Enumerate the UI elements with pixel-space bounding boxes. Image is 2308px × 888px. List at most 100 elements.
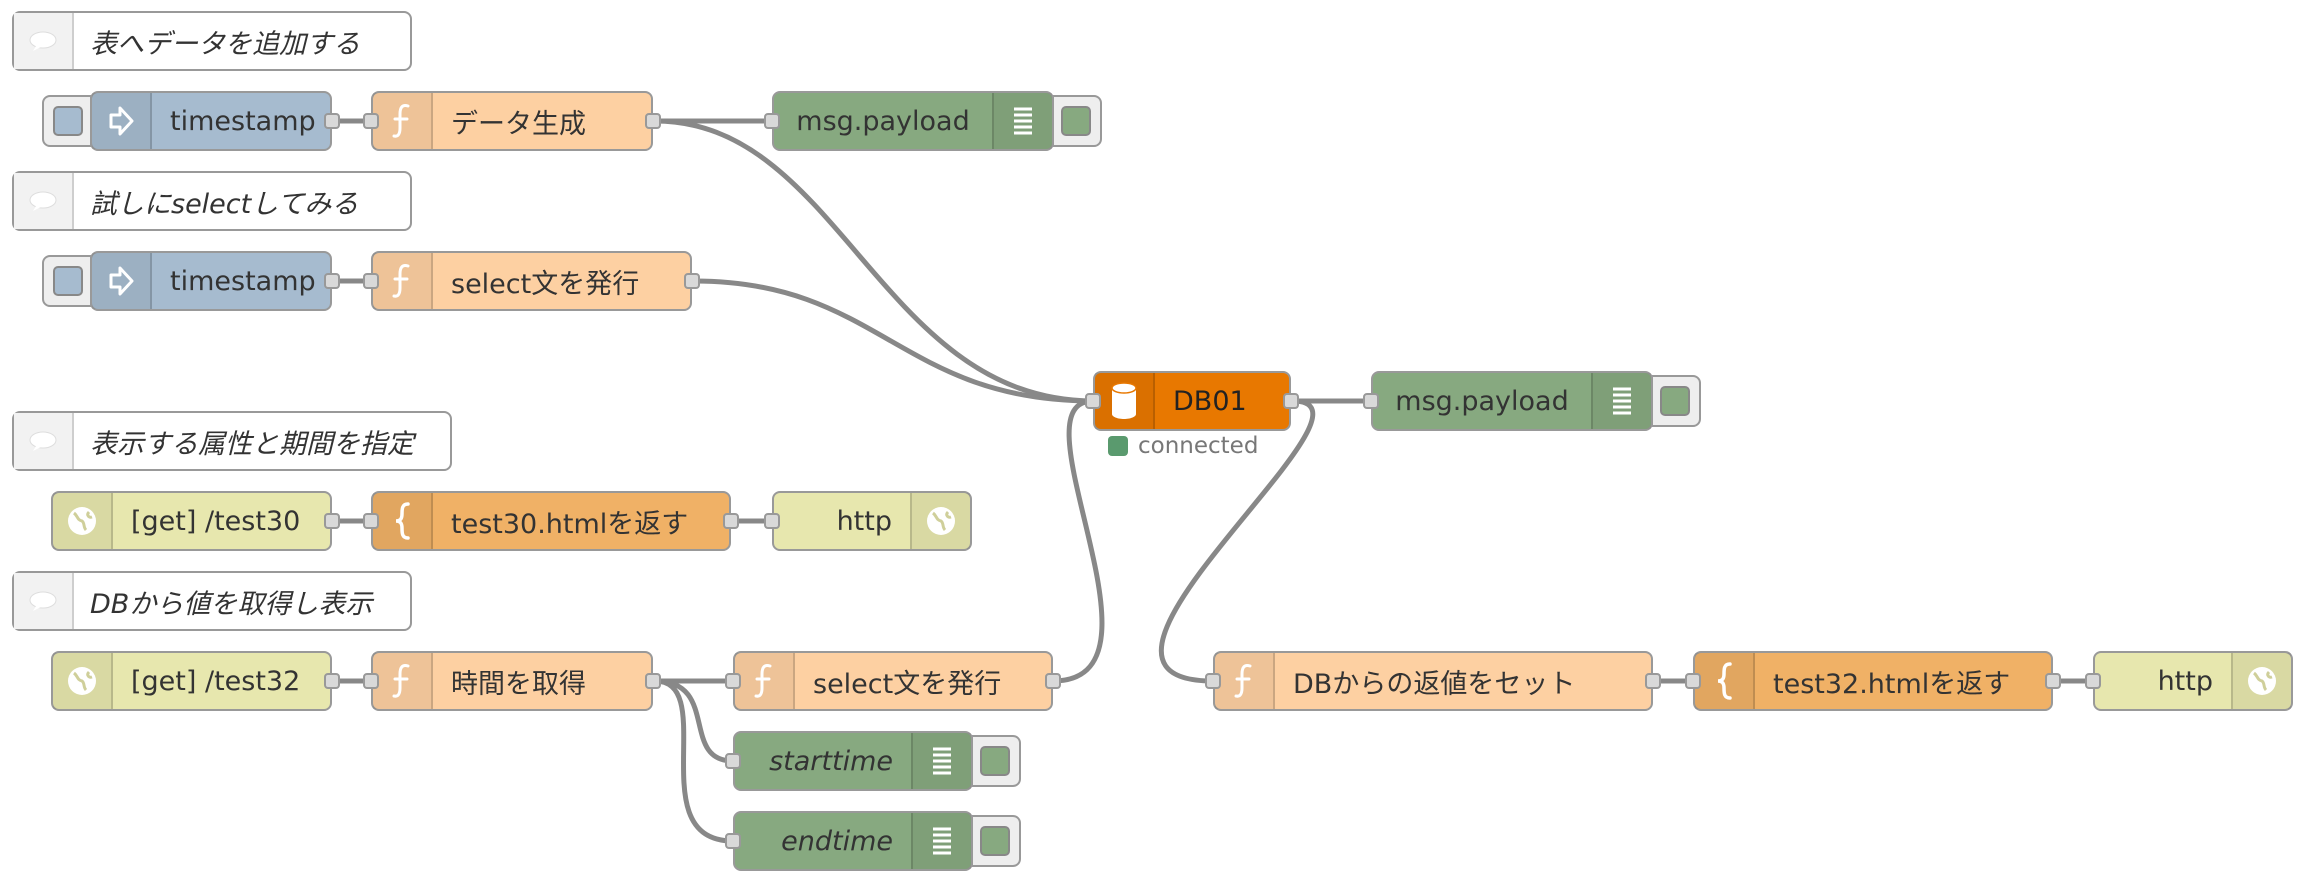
http-response-node-32[interactable]: http [2093, 651, 2293, 711]
http-response-node-30[interactable]: http [772, 491, 972, 551]
debug-node-endtime[interactable]: endtime [733, 811, 973, 871]
debug-node-payload-1[interactable]: msg.payload [772, 91, 1054, 151]
inject-label: timestamp [170, 265, 316, 297]
input-port[interactable] [1363, 393, 1379, 409]
database-icon [1095, 373, 1155, 429]
input-port[interactable] [363, 273, 379, 289]
function-icon [373, 253, 433, 309]
input-port[interactable] [764, 113, 780, 129]
comment-label: 表示する属性と期間を指定 [90, 428, 414, 460]
debug-label: starttime [769, 745, 893, 777]
speech-bubble-icon [14, 13, 74, 69]
list-icon [911, 813, 971, 869]
comment-label: DBから値を取得し表示 [90, 588, 373, 620]
function-icon [373, 653, 433, 709]
output-port[interactable] [324, 273, 340, 289]
output-port[interactable] [324, 513, 340, 529]
inject-trigger-button[interactable] [42, 255, 92, 307]
debug-toggle-button[interactable] [971, 815, 1021, 867]
wire [654, 118, 1094, 404]
output-port[interactable] [684, 273, 700, 289]
function-node-get-time[interactable]: 時間を取得 [371, 651, 653, 711]
status-dot-icon [1108, 436, 1128, 456]
debug-label: msg.payload [796, 105, 970, 137]
function-node-set-db-result[interactable]: DBからの返値をセット [1213, 651, 1653, 711]
output-port[interactable] [1045, 673, 1061, 689]
function-label: データ生成 [451, 108, 586, 140]
comment-label: 表へデータを追加する [90, 28, 360, 60]
list-icon [1591, 373, 1651, 429]
function-label: select文を発行 [451, 268, 640, 300]
output-port[interactable] [1283, 393, 1299, 409]
wire [654, 678, 734, 764]
input-port[interactable] [1205, 673, 1221, 689]
inject-node-timestamp-1[interactable]: timestamp [90, 91, 332, 151]
db-node[interactable]: DB01 [1093, 371, 1291, 431]
input-port[interactable] [764, 513, 780, 529]
comment-db-get-show[interactable]: DBから値を取得し表示 [12, 571, 412, 631]
debug-toggle-button[interactable] [1651, 375, 1701, 427]
globe-icon [53, 493, 113, 549]
debug-label: msg.payload [1395, 385, 1569, 417]
function-label: select文を発行 [813, 668, 1002, 700]
arrow-in-icon [92, 93, 152, 149]
template-label: test32.htmlを返す [1773, 668, 2011, 700]
output-port[interactable] [324, 113, 340, 129]
http-in-label: [get] /test30 [131, 505, 301, 537]
output-port[interactable] [723, 513, 739, 529]
comment-label: 試しにselectしてみる [90, 188, 359, 220]
debug-toggle-button[interactable] [971, 735, 1021, 787]
output-port[interactable] [2045, 673, 2061, 689]
template-node-test32[interactable]: test32.htmlを返す [1693, 651, 2053, 711]
comment-attr-period[interactable]: 表示する属性と期間を指定 [12, 411, 452, 471]
globe-icon [53, 653, 113, 709]
output-port[interactable] [1645, 673, 1661, 689]
speech-bubble-icon [14, 413, 74, 469]
input-port[interactable] [725, 753, 741, 769]
list-icon [911, 733, 971, 789]
function-node-select-1[interactable]: select文を発行 [371, 251, 692, 311]
wire [654, 678, 734, 844]
template-node-test30[interactable]: test30.htmlを返す [371, 491, 731, 551]
input-port[interactable] [363, 513, 379, 529]
function-node-data-gen[interactable]: データ生成 [371, 91, 653, 151]
brace-icon [1695, 653, 1755, 709]
function-icon [1215, 653, 1275, 709]
http-response-label: http [2157, 665, 2213, 697]
function-label: 時間を取得 [451, 668, 586, 700]
db-label: DB01 [1173, 385, 1247, 417]
arrow-in-icon [92, 253, 152, 309]
wire [693, 278, 1094, 404]
http-in-node-test30[interactable]: [get] /test30 [51, 491, 332, 551]
comment-add-data[interactable]: 表へデータを追加する [12, 11, 412, 71]
output-port[interactable] [645, 673, 661, 689]
output-port[interactable] [324, 673, 340, 689]
inject-label: timestamp [170, 105, 316, 137]
input-port[interactable] [1685, 673, 1701, 689]
db-status: connected [1108, 433, 1258, 459]
http-in-label: [get] /test32 [131, 665, 301, 697]
function-icon [735, 653, 795, 709]
speech-bubble-icon [14, 573, 74, 629]
debug-toggle-button[interactable] [1052, 95, 1102, 147]
input-port[interactable] [2085, 673, 2101, 689]
debug-label: endtime [781, 825, 893, 857]
inject-trigger-button[interactable] [42, 95, 92, 147]
debug-node-payload-db[interactable]: msg.payload [1371, 371, 1653, 431]
http-in-node-test32[interactable]: [get] /test32 [51, 651, 332, 711]
output-port[interactable] [645, 113, 661, 129]
function-icon [373, 93, 433, 149]
brace-icon [373, 493, 433, 549]
globe-icon [910, 493, 970, 549]
input-port[interactable] [363, 673, 379, 689]
input-port[interactable] [725, 673, 741, 689]
input-port[interactable] [1085, 393, 1101, 409]
comment-try-select[interactable]: 試しにselectしてみる [12, 171, 412, 231]
function-node-select-2[interactable]: select文を発行 [733, 651, 1053, 711]
inject-node-timestamp-2[interactable]: timestamp [90, 251, 332, 311]
debug-node-starttime[interactable]: starttime [733, 731, 973, 791]
template-label: test30.htmlを返す [451, 508, 689, 540]
input-port[interactable] [725, 833, 741, 849]
input-port[interactable] [363, 113, 379, 129]
